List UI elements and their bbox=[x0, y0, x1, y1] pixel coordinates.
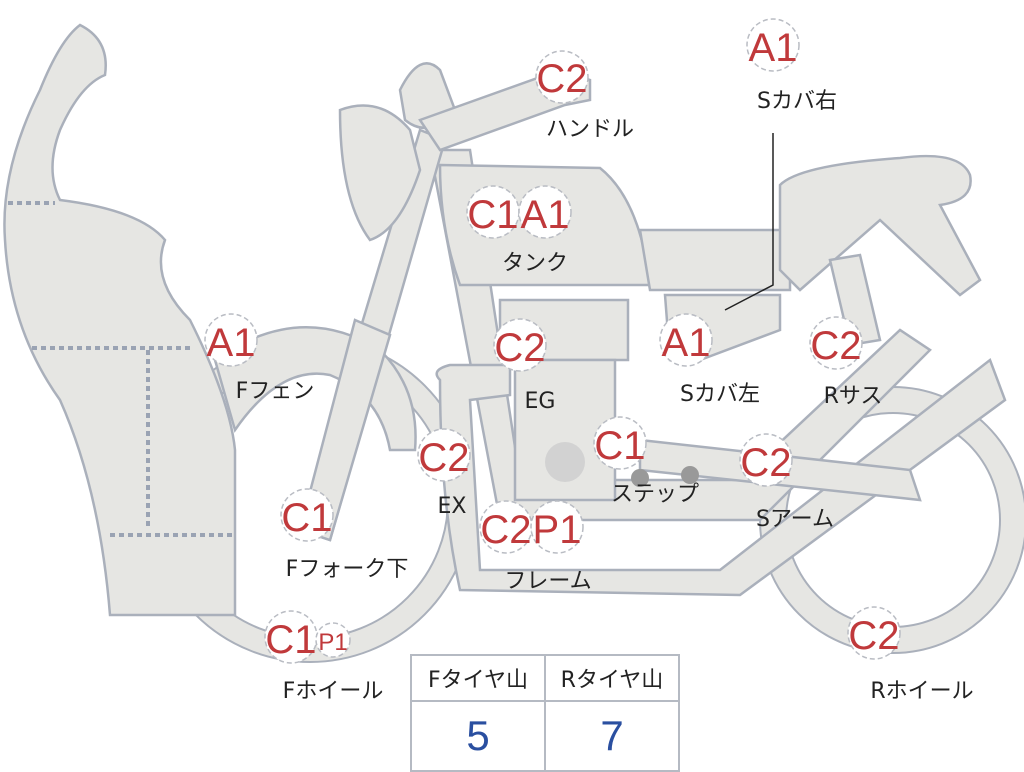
marker-engine: C2 EG bbox=[493, 318, 556, 414]
front-tire-header: Fタイヤ山 bbox=[410, 654, 546, 702]
condition-badge: C1 bbox=[466, 185, 520, 239]
svg-text:A1: A1 bbox=[207, 321, 256, 365]
condition-badge: A1 bbox=[746, 18, 800, 72]
marker-exhaust: C2 EX bbox=[417, 428, 471, 519]
marker-front-fender: A1 Fフェン bbox=[204, 313, 315, 404]
svg-text:A1: A1 bbox=[662, 321, 711, 365]
svg-text:C2: C2 bbox=[536, 57, 587, 101]
svg-text:C2: C2 bbox=[418, 436, 469, 480]
condition-badge: C2 bbox=[493, 318, 547, 372]
svg-text:P1: P1 bbox=[533, 508, 582, 552]
svg-text:A1: A1 bbox=[749, 26, 798, 70]
front-tire-value: 5 bbox=[410, 700, 546, 772]
svg-text:C2: C2 bbox=[740, 441, 791, 485]
svg-text:C2: C2 bbox=[480, 508, 531, 552]
part-label: Fホイール bbox=[283, 679, 384, 704]
marker-front-fork-lower: C1 Fフォーク下 bbox=[280, 488, 409, 582]
part-label: Sカバ右 bbox=[757, 89, 837, 114]
part-label: EG bbox=[525, 389, 556, 414]
svg-text:C2: C2 bbox=[810, 324, 861, 368]
svg-text:C1: C1 bbox=[281, 496, 332, 540]
svg-text:C2: C2 bbox=[848, 614, 899, 658]
condition-badge: C2 bbox=[535, 50, 589, 104]
part-label: EX bbox=[438, 494, 467, 519]
condition-badge: A1 bbox=[518, 185, 572, 239]
marker-side-cover-right: A1 Sカバ右 bbox=[746, 18, 837, 114]
marker-handle: C2 ハンドル bbox=[535, 50, 634, 142]
condition-badge: A1 bbox=[659, 313, 713, 367]
part-label: タンク bbox=[502, 251, 568, 276]
marker-rear-suspension: C2 Rサス bbox=[809, 316, 883, 409]
marker-step: C1 ステップ bbox=[593, 416, 699, 507]
condition-badge: P1 bbox=[315, 622, 351, 658]
marker-swing-arm: C2 Sアーム bbox=[739, 433, 834, 532]
marker-frame: C2 P1 フレーム bbox=[479, 500, 592, 594]
part-label: ステップ bbox=[611, 482, 699, 507]
fairing-shape bbox=[3, 23, 237, 617]
condition-badge: C1 bbox=[264, 610, 318, 664]
part-label: ハンドル bbox=[546, 117, 634, 142]
marker-front-wheel: C1 P1 Fホイール bbox=[264, 610, 384, 704]
condition-badge: A1 bbox=[204, 313, 258, 367]
svg-text:A1: A1 bbox=[521, 193, 570, 237]
marker-tank: C1 A1 タンク bbox=[466, 185, 572, 276]
svg-text:C1: C1 bbox=[594, 424, 645, 468]
condition-badge: C1 bbox=[593, 416, 647, 470]
condition-badge: C2 bbox=[809, 316, 863, 370]
condition-badge: P1 bbox=[530, 500, 584, 554]
part-label: Fフォーク下 bbox=[286, 557, 409, 582]
svg-text:C2: C2 bbox=[494, 326, 545, 370]
marker-rear-wheel: C2 Rホイール bbox=[847, 606, 974, 704]
marker-side-cover-left: A1 Sカバ左 bbox=[659, 313, 760, 407]
condition-badge: C2 bbox=[739, 433, 793, 487]
condition-badge: C2 bbox=[847, 606, 901, 660]
part-label: フレーム bbox=[504, 569, 591, 594]
part-label: Rサス bbox=[824, 384, 883, 409]
condition-badge: C2 bbox=[479, 500, 533, 554]
tire-tread-table: Fタイヤ山 Rタイヤ山 5 7 bbox=[410, 654, 680, 772]
part-label: Rホイール bbox=[870, 679, 973, 704]
part-label: Sカバ左 bbox=[680, 382, 760, 407]
svg-text:C1: C1 bbox=[467, 193, 518, 237]
svg-text:C1: C1 bbox=[265, 618, 316, 662]
rear-tire-value: 7 bbox=[544, 700, 680, 772]
svg-text:P1: P1 bbox=[318, 629, 347, 656]
condition-badge: C1 bbox=[280, 488, 334, 542]
part-label: Sアーム bbox=[756, 507, 834, 532]
condition-badge: C2 bbox=[417, 428, 471, 482]
rear-tire-header: Rタイヤ山 bbox=[544, 654, 680, 702]
part-label: Fフェン bbox=[236, 379, 315, 404]
